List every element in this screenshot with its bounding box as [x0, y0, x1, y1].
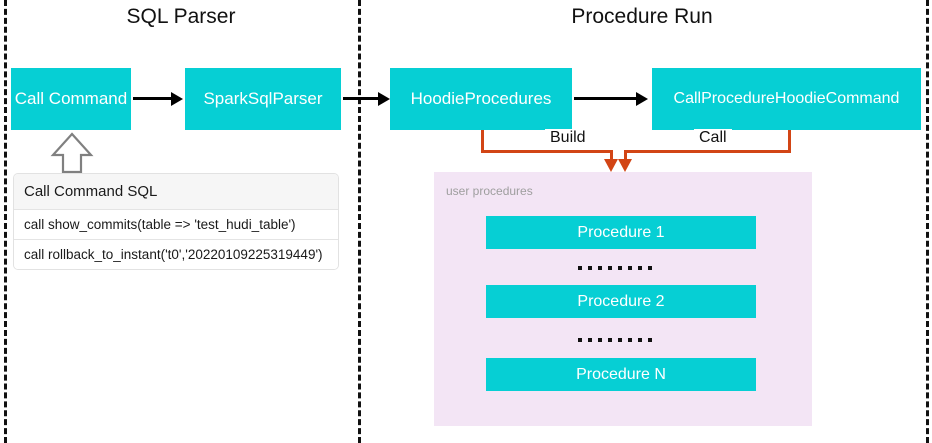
call-edge-segment-vertical-down	[624, 150, 627, 160]
sql-table-row[interactable]: call rollback_to_instant('t0','202201092…	[14, 240, 338, 269]
call-edge-segment-horizontal	[624, 150, 791, 153]
node-spark-sql-parser[interactable]: SparkSqlParser	[185, 68, 341, 130]
edge-label-call: Call	[694, 129, 732, 147]
arrow-head-icon-to-spark-sql-parser	[171, 92, 183, 106]
build-edge-segment-vertical-down	[610, 150, 613, 160]
node-call-procedure-hoodie-command[interactable]: CallProcedureHoodieCommand	[652, 68, 921, 130]
build-edge-segment-horizontal	[481, 150, 612, 153]
arrow-call-command-to-spark-sql-parser	[133, 97, 171, 100]
sql-to-call-command-block-arrow-icon	[50, 132, 94, 179]
arrow-head-icon-to-call-procedure-hoodie-command	[636, 92, 648, 106]
node-call-command[interactable]: Call Command	[11, 68, 131, 130]
call-command-sql-table: Call Command SQL call show_commits(table…	[14, 174, 338, 269]
section-divider-middle	[358, 0, 361, 443]
procedure-item-1[interactable]: Procedure 1	[486, 216, 756, 249]
section-title-procedure-run: Procedure Run	[571, 5, 713, 28]
node-hoodie-procedures[interactable]: HoodieProcedures	[390, 68, 572, 130]
build-arrow-head-icon	[604, 159, 618, 172]
sql-table-row[interactable]: call show_commits(table => 'test_hudi_ta…	[14, 210, 338, 240]
arrow-hoodie-procedures-to-call-procedure-hoodie-command	[574, 97, 636, 100]
procedure-ellipsis-1	[578, 266, 652, 270]
section-divider-left	[4, 0, 7, 443]
call-arrow-head-icon	[618, 159, 632, 172]
arrow-head-icon-to-hoodie-procedures	[378, 92, 390, 106]
build-edge-segment-vertical-left	[481, 130, 484, 152]
procedure-ellipsis-2	[578, 338, 652, 342]
call-edge-segment-vertical-right	[788, 130, 791, 152]
section-title-sql-parser: SQL Parser	[126, 5, 236, 28]
procedure-item-n[interactable]: Procedure N	[486, 358, 756, 391]
sql-table-header: Call Command SQL	[14, 174, 338, 210]
arrow-spark-sql-parser-to-hoodie-procedures	[343, 97, 378, 100]
procedure-item-2[interactable]: Procedure 2	[486, 285, 756, 318]
section-divider-right	[926, 0, 929, 443]
user-procedures-label: user procedures	[446, 184, 533, 198]
edge-label-build: Build	[545, 129, 591, 147]
